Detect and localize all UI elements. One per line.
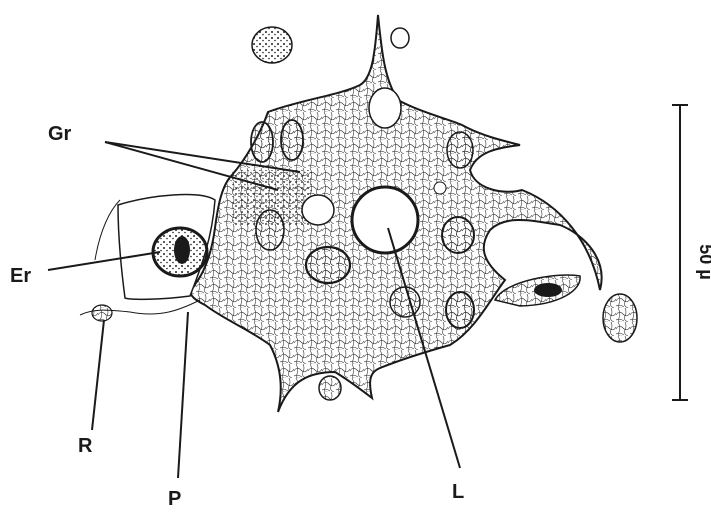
nucleus xyxy=(369,88,401,128)
nucleus xyxy=(446,292,474,328)
scale-bar xyxy=(672,105,688,400)
process-nucleus-top xyxy=(391,28,409,48)
top-granular-cell xyxy=(252,27,292,63)
erythrocyte-core xyxy=(174,236,190,264)
nucleus xyxy=(447,132,473,168)
label-r: R xyxy=(78,435,93,457)
label-p: P xyxy=(168,488,181,510)
nucleus xyxy=(390,287,420,317)
nucleus xyxy=(281,120,303,160)
label-gr: Gr xyxy=(48,123,72,145)
nucleus xyxy=(251,122,273,162)
right-satellite-cell xyxy=(603,294,637,342)
thin-process xyxy=(95,200,120,260)
reticular-cell-r xyxy=(92,305,112,321)
nucleus xyxy=(302,195,334,225)
lipid-vacuole xyxy=(352,187,418,253)
dark-nucleus-core xyxy=(534,283,562,297)
scale-bar-label: 50 µ xyxy=(696,244,711,279)
label-er: Er xyxy=(10,265,31,287)
nucleus xyxy=(256,210,284,250)
nucleus xyxy=(319,376,341,400)
nucleus xyxy=(434,182,446,194)
label-l: L xyxy=(452,481,464,503)
nucleus xyxy=(442,217,474,253)
nucleus xyxy=(306,247,350,283)
